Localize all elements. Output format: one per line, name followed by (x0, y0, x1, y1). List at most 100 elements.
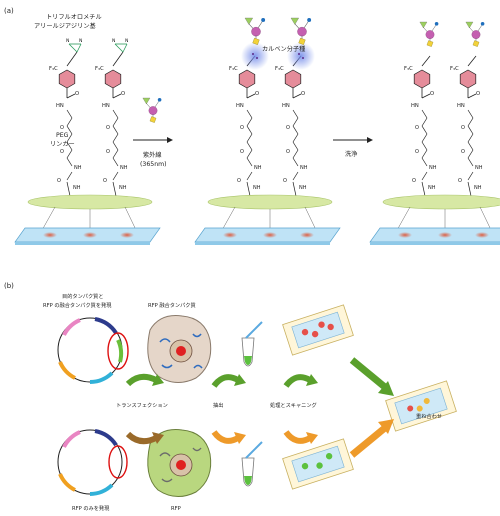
glass-slide-edge (370, 242, 500, 245)
anchor-bond (112, 181, 117, 197)
cf3-label: F₃C (49, 66, 58, 72)
peg-o: O (106, 125, 110, 131)
uv-label: 紫外線 (143, 151, 162, 159)
urea-nh: NH (429, 165, 437, 171)
panel-b-label: (b) (4, 282, 14, 290)
peg-bond (421, 141, 428, 151)
peg-bond (421, 157, 428, 167)
peg-bond (246, 141, 253, 151)
probe-spot (43, 232, 57, 238)
peg-bond (467, 133, 474, 143)
diazirine-n: N (112, 38, 115, 44)
carbonyl-bond (292, 93, 302, 99)
peg-bond (421, 125, 428, 135)
diazirine-n: N (125, 38, 128, 44)
insert-highlight-bottom (108, 445, 128, 479)
anchor-bond (246, 181, 251, 197)
carbonyl-bond (66, 93, 76, 99)
bound-glycan-icon (465, 21, 485, 48)
captured-glycan-icon (244, 17, 266, 46)
benzene-ring (104, 69, 122, 89)
diazirine-label-line2: アリールジアジリン基 (34, 22, 96, 30)
insert-highlight-top (107, 332, 129, 370)
probe-spot (300, 232, 314, 238)
peg-label-line2: リンカー (50, 141, 75, 148)
peg-bond (467, 125, 474, 135)
diazirine-label-line1: トリフルオロメチル (46, 14, 102, 21)
amide-hn: HN (236, 103, 244, 109)
peg-bond (467, 149, 474, 159)
peg-bond (112, 109, 119, 119)
peg-bond (246, 133, 253, 143)
peg-o: O (286, 149, 290, 155)
peg-bond (66, 133, 73, 143)
anchor-bond (292, 181, 297, 197)
carbene-dot (302, 57, 304, 59)
anchor-bond (467, 181, 472, 197)
probe-spot (398, 232, 412, 238)
probe-spot (263, 232, 277, 238)
peg-bond (467, 157, 474, 167)
peg-bond (246, 109, 253, 119)
benzene-ring (238, 69, 256, 89)
tube-top-icon (241, 321, 263, 367)
carbonyl-bond (112, 93, 122, 99)
peg-o: O (415, 149, 419, 155)
cell-top-label: RFP 融合タンパク質 (148, 301, 196, 309)
carbonyl-bond (246, 93, 256, 99)
diazirine-bond (112, 51, 124, 67)
peg-bond (421, 109, 428, 119)
peg-bond (112, 141, 119, 151)
urea-o: O (57, 178, 61, 184)
peg-bond (292, 133, 299, 143)
peg-o: O (415, 125, 419, 131)
amide-hn: HN (411, 103, 419, 109)
surface-layer (207, 194, 333, 210)
peg-o: O (106, 149, 110, 155)
peg-bond (112, 133, 119, 143)
sugar-reagent-icon (142, 97, 162, 124)
peg-bond (421, 149, 428, 159)
extraction-label: 抽出 (213, 401, 223, 409)
cf3-label: F₃C (404, 66, 413, 72)
cf3-label: F₃C (275, 66, 284, 72)
peg-bond (246, 117, 253, 127)
urea-bond (292, 171, 299, 181)
urea-nh: NH (428, 185, 436, 191)
cf3-label: F₃C (450, 66, 459, 72)
peg-bond (292, 109, 299, 119)
urea-o: O (283, 178, 287, 184)
surface-layer (27, 194, 153, 210)
peg-bond (467, 117, 474, 127)
peg-o: O (461, 125, 465, 131)
urea-nh: NH (253, 185, 261, 191)
plasmid-top-line1: 目的タンパク質と (62, 292, 104, 300)
diazirine-n: N (66, 38, 69, 44)
anchor-bond (421, 181, 426, 197)
wash-label: 洗浄 (345, 150, 357, 158)
diazirine-bond (68, 43, 78, 53)
peg-bond (292, 157, 299, 167)
cf3-label: F₃C (229, 66, 238, 72)
plasmid-bottom-label: RFP のみを発現 (72, 504, 110, 512)
peg-o: O (461, 149, 465, 155)
benzene-ring (58, 69, 76, 89)
glass-slide-edge (195, 242, 330, 245)
cell-bottom-label: RFP (171, 506, 181, 512)
peg-bond (66, 149, 73, 159)
probe-spot (475, 232, 489, 238)
carbene-dot (256, 57, 258, 59)
slide-top (282, 304, 354, 356)
captured-glycan-icon (290, 17, 312, 46)
urea-nh: NH (475, 165, 483, 171)
urea-bond (246, 171, 253, 181)
carbonyl-o: O (430, 91, 434, 97)
plasmid-top (57, 317, 129, 384)
peg-o: O (240, 149, 244, 155)
process-arrows (125, 357, 394, 458)
carbene-dot (298, 53, 300, 55)
urea-o: O (458, 178, 462, 184)
carbonyl-o: O (301, 91, 305, 97)
